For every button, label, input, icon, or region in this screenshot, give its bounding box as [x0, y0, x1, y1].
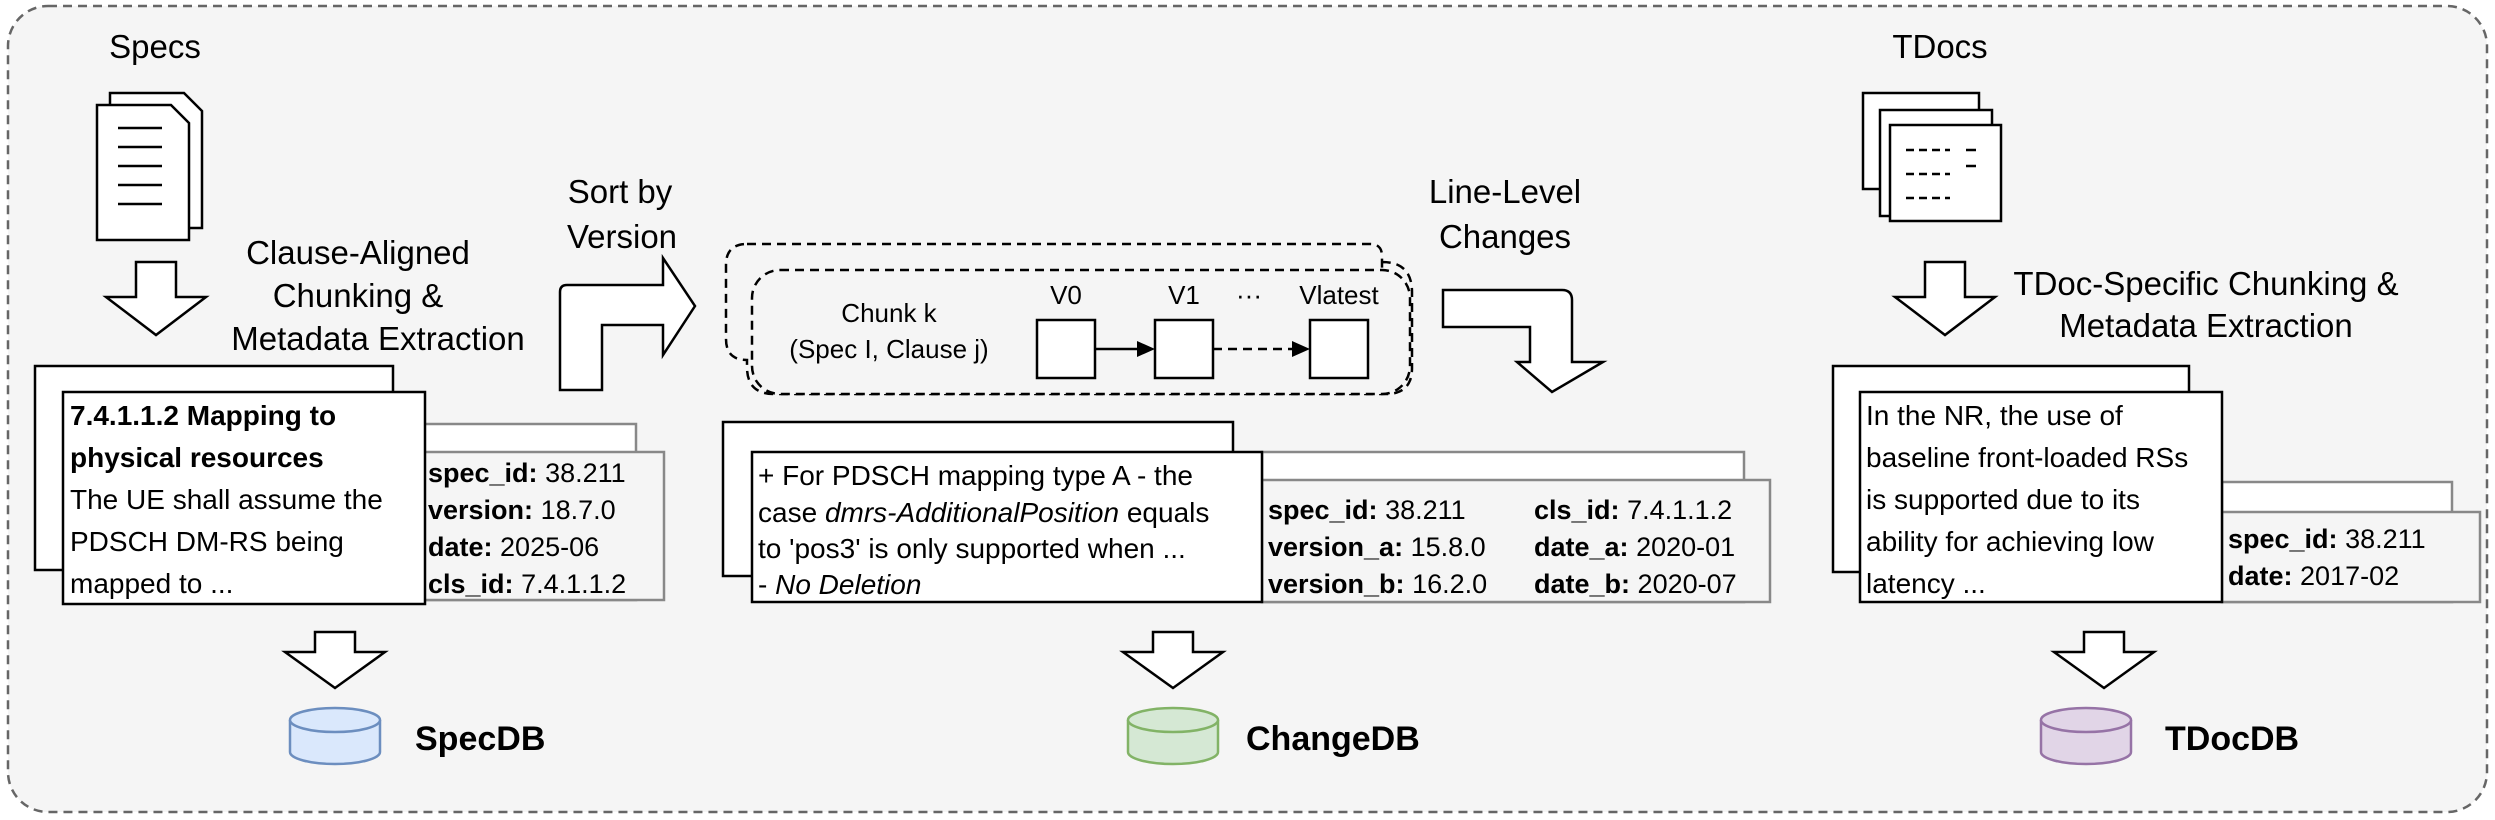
svg-text:date: 2017-02: date: 2017-02 — [2228, 561, 2399, 591]
svg-text:cls_id: 7.4.1.1.2: cls_id: 7.4.1.1.2 — [1534, 495, 1732, 525]
svg-text:Chunking &: Chunking & — [273, 277, 444, 314]
svg-text:Metadata Extraction: Metadata Extraction — [2059, 307, 2353, 344]
svg-text:Version: Version — [567, 218, 677, 255]
changes-bend-arrow — [1441, 288, 1608, 394]
specs-chunk-card — [61, 390, 427, 606]
version-boxes: V0 V1 ··· Vlatest — [1035, 280, 1380, 380]
line-level-changes-label: Line-Level Changes — [1429, 173, 1581, 255]
svg-text:Line-Level: Line-Level — [1429, 173, 1581, 210]
svg-text:baseline front-loaded RSs: baseline front-loaded RSs — [1866, 442, 2188, 473]
svg-text:Changes: Changes — [1439, 218, 1571, 255]
svg-text:date: 2025-06: date: 2025-06 — [428, 532, 599, 562]
tdocs-title: TDocs — [1892, 28, 1987, 65]
version-box-vlatest — [1308, 318, 1370, 380]
specs-title: Specs — [109, 28, 201, 65]
changedb-label: ChangeDB — [1246, 720, 1420, 758]
version-box-v1 — [1153, 318, 1215, 380]
svg-text:is supported due to its: is supported due to its — [1866, 484, 2140, 515]
svg-text:TDoc-Specific Chunking &: TDoc-Specific Chunking & — [2013, 265, 2398, 302]
svg-text:- No Deletion: - No Deletion — [758, 569, 921, 600]
specs-down-arrow — [102, 260, 210, 337]
svg-text:case dmrs-AdditionalPosition e: case dmrs-AdditionalPosition equals — [758, 497, 1209, 528]
changes-metadata: spec_id: 38.211 version_a: 15.8.0 versio… — [1268, 495, 1737, 599]
changes-chunk-text: + For PDSCH mapping type A - the case dm… — [758, 460, 1209, 600]
specdb-down-arrow — [281, 630, 389, 690]
svg-text:7.4.1.1.2 Mapping to: 7.4.1.1.2 Mapping to — [70, 400, 336, 431]
version-label-v1: V1 — [1168, 280, 1200, 310]
svg-text:Chunk k: Chunk k — [841, 298, 937, 328]
svg-text:version: 18.7.0: version: 18.7.0 — [428, 495, 616, 525]
chunk-k-label: Chunk k (Spec I, Clause j) — [789, 298, 988, 364]
version-label-vlatest: Vlatest — [1299, 280, 1379, 310]
svg-text:date_a: 2020-01: date_a: 2020-01 — [1534, 532, 1735, 562]
tdocs-down-arrow — [1891, 260, 1999, 337]
changes-chunk-card — [750, 450, 1264, 604]
version-box-v0 — [1035, 318, 1097, 380]
svg-text:mapped to ...: mapped to ... — [70, 568, 233, 599]
svg-text:PDSCH DM-RS being: PDSCH DM-RS being — [70, 526, 344, 557]
svg-text:In the NR, the use of: In the NR, the use of — [1866, 400, 2123, 431]
version-label-v0: V0 — [1050, 280, 1082, 310]
svg-text:spec_id: 38.211: spec_id: 38.211 — [2228, 524, 2426, 554]
svg-text:to 'pos3' is only supported wh: to 'pos3' is only supported when ... — [758, 533, 1186, 564]
tdocdb-down-arrow — [2050, 630, 2158, 690]
svg-text:latency ...: latency ... — [1866, 568, 1986, 599]
specs-chunk-text: 7.4.1.1.2 Mapping to physical resources … — [70, 400, 383, 599]
svg-text:ability for achieving low: ability for achieving low — [1866, 526, 2155, 557]
svg-text:spec_id: 38.211: spec_id: 38.211 — [428, 458, 626, 488]
tdocs-document-icon — [1861, 91, 2003, 223]
svg-text:(Spec I, Clause j): (Spec I, Clause j) — [789, 334, 988, 364]
svg-text:Metadata Extraction: Metadata Extraction — [231, 320, 525, 357]
tdocdb-cylinder-icon — [2039, 706, 2133, 766]
specdb-label: SpecDB — [415, 720, 545, 758]
svg-text:Clause-Aligned: Clause-Aligned — [246, 234, 470, 271]
changedb-down-arrow — [1119, 630, 1227, 690]
svg-text:The UE shall assume the: The UE shall assume the — [70, 484, 383, 515]
tdocs-metadata: spec_id: 38.211 date: 2017-02 — [2228, 524, 2426, 591]
outer-frame — [6, 4, 2489, 814]
tdocs-step-label: TDoc-Specific Chunking & Metadata Extrac… — [2013, 265, 2398, 344]
changedb-cylinder-icon — [1126, 706, 1220, 766]
tdocs-metadata-card — [2220, 510, 2482, 604]
specs-metadata: spec_id: 38.211 version: 18.7.0 date: 20… — [428, 458, 626, 599]
version-ellipsis: ··· — [1236, 280, 1262, 310]
specs-document-icon — [95, 91, 204, 242]
tdocdb-label: TDocDB — [2165, 720, 2299, 758]
sort-by-version-label: Sort by Version — [567, 173, 677, 255]
svg-text:version_b: 16.2.0: version_b: 16.2.0 — [1268, 569, 1487, 599]
svg-text:version_a: 15.8.0: version_a: 15.8.0 — [1268, 532, 1486, 562]
svg-text:cls_id: 7.4.1.1.2: cls_id: 7.4.1.1.2 — [428, 569, 626, 599]
svg-text:Sort by: Sort by — [568, 173, 673, 210]
tdocs-chunk-card — [1858, 390, 2224, 604]
svg-text:spec_id: 38.211: spec_id: 38.211 — [1268, 495, 1466, 525]
svg-text:+ For PDSCH mapping type A - t: + For PDSCH mapping type A - the — [758, 460, 1193, 491]
svg-text:date_b: 2020-07: date_b: 2020-07 — [1534, 569, 1737, 599]
specdb-cylinder-icon — [288, 706, 382, 766]
svg-text:physical resources: physical resources — [70, 442, 324, 473]
sort-bend-arrow — [558, 253, 697, 392]
specs-step-label: Clause-Aligned Chunking & Metadata Extra… — [231, 234, 525, 357]
tdocs-chunk-text: In the NR, the use of baseline front-loa… — [1866, 400, 2188, 599]
